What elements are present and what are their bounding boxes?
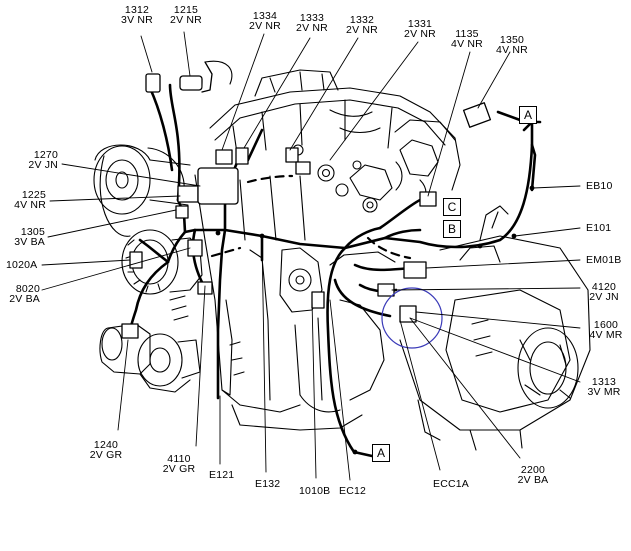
callout-2200: 2200 2V BA	[510, 464, 556, 486]
highlight-circle	[381, 287, 443, 349]
connector-box-A-bottom: A	[372, 444, 390, 462]
callout-1135: 1135 4V NR	[445, 28, 489, 50]
callout-4120: 4120 2V JN	[582, 281, 626, 303]
callout-spec: 2V GR	[162, 463, 196, 475]
callout-1331: 1331 2V NR	[398, 18, 442, 40]
callout-code: 4110	[167, 453, 191, 465]
callout-code: EM01B	[586, 254, 622, 266]
callout-code: 1312	[124, 4, 150, 16]
callout-code: 1225	[21, 189, 46, 201]
callout-1215: 1215 2V NR	[166, 4, 206, 26]
callout-code: ECC1A	[433, 478, 470, 490]
callout-spec: 2V NR	[346, 24, 378, 36]
callout-1010B: 1010B	[299, 485, 331, 497]
callout-spec: 4V NR	[14, 199, 46, 211]
callout-spec: 2V NR	[249, 20, 281, 32]
callout-8020: 8020 2V BA	[0, 283, 40, 305]
callout-EB10: EB10	[586, 180, 613, 192]
callout-code: 1020A	[6, 259, 38, 271]
callout-code: 1333	[299, 12, 325, 24]
callout-code: 1600	[593, 319, 619, 331]
harness-clip	[215, 185, 535, 455]
callout-1020A: 1020A	[6, 259, 38, 271]
callout-code: 1010B	[299, 485, 331, 497]
callout-spec: 4V NR	[451, 38, 483, 50]
callout-1334: 1334 2V NR	[243, 10, 287, 32]
connector-box-A-top: A	[519, 106, 537, 124]
callout-spec: 2V JN	[28, 159, 58, 171]
callout-spec: 2V NR	[170, 14, 202, 26]
callout-1350: 1350 4V NR	[490, 34, 534, 56]
callout-spec: 2V NR	[296, 22, 328, 34]
callout-E121: E121	[209, 469, 235, 481]
leader-lines	[41, 31, 581, 481]
callout-code: EC12	[339, 485, 367, 497]
callout-code: E132	[255, 478, 281, 490]
callout-ECC1A: ECC1A	[433, 478, 470, 490]
callout-1270: 1270 2V JN	[0, 149, 58, 171]
callout-1305: 1305 3V BA	[0, 226, 45, 248]
callout-code: 1332	[349, 14, 375, 26]
callout-code: EB10	[586, 180, 613, 192]
callout-code: 1305	[20, 226, 45, 238]
callout-1600: 1600 4V MR	[582, 319, 630, 341]
callout-1312: 1312 3V NR	[117, 4, 157, 26]
connector-box-C: C	[443, 198, 461, 216]
callout-EC12: EC12	[339, 485, 367, 497]
callout-E101: E101	[586, 222, 612, 234]
callout-code: 1135	[455, 28, 479, 40]
connector-box-B: B	[443, 220, 461, 238]
callout-spec: 3V NR	[121, 14, 153, 26]
callout-spec: 4V NR	[496, 44, 528, 56]
callout-spec: 2V JN	[589, 291, 619, 303]
callout-1240: 1240 2V GR	[84, 439, 128, 461]
callout-code: 2200	[520, 464, 546, 476]
callout-code: 1313	[591, 376, 617, 388]
callout-1225: 1225 4V NR	[0, 189, 46, 211]
callout-spec: 2V NR	[404, 28, 436, 40]
dashed-wire	[210, 174, 412, 260]
callout-code: 8020	[15, 283, 40, 295]
callout-code: 4120	[591, 281, 617, 293]
callout-code: 1270	[33, 149, 58, 161]
callout-4110: 4110 2V GR	[156, 453, 202, 475]
connector-shapes	[121, 61, 492, 339]
callout-EM01B: EM01B	[586, 254, 622, 266]
callout-spec: 2V BA	[517, 474, 549, 486]
callout-code: 1334	[252, 10, 278, 22]
callout-1313: 1313 3V MR	[580, 376, 628, 398]
callout-code: E121	[209, 469, 235, 481]
callout-1333: 1333 2V NR	[290, 12, 334, 34]
callout-E132: E132	[255, 478, 281, 490]
callout-code: E101	[586, 222, 612, 234]
callout-1332: 1332 2V NR	[340, 14, 384, 36]
callout-spec: 3V BA	[14, 236, 45, 248]
callout-code: 1350	[499, 34, 525, 46]
callout-code: 1331	[407, 18, 433, 30]
callout-spec: 2V BA	[9, 293, 40, 305]
callout-code: 1240	[93, 439, 119, 451]
callout-code: 1215	[173, 4, 199, 16]
wiring-harness	[128, 83, 542, 458]
callout-spec: 4V MR	[589, 329, 623, 341]
callout-spec: 3V MR	[587, 386, 621, 398]
callout-spec: 2V GR	[89, 449, 123, 461]
